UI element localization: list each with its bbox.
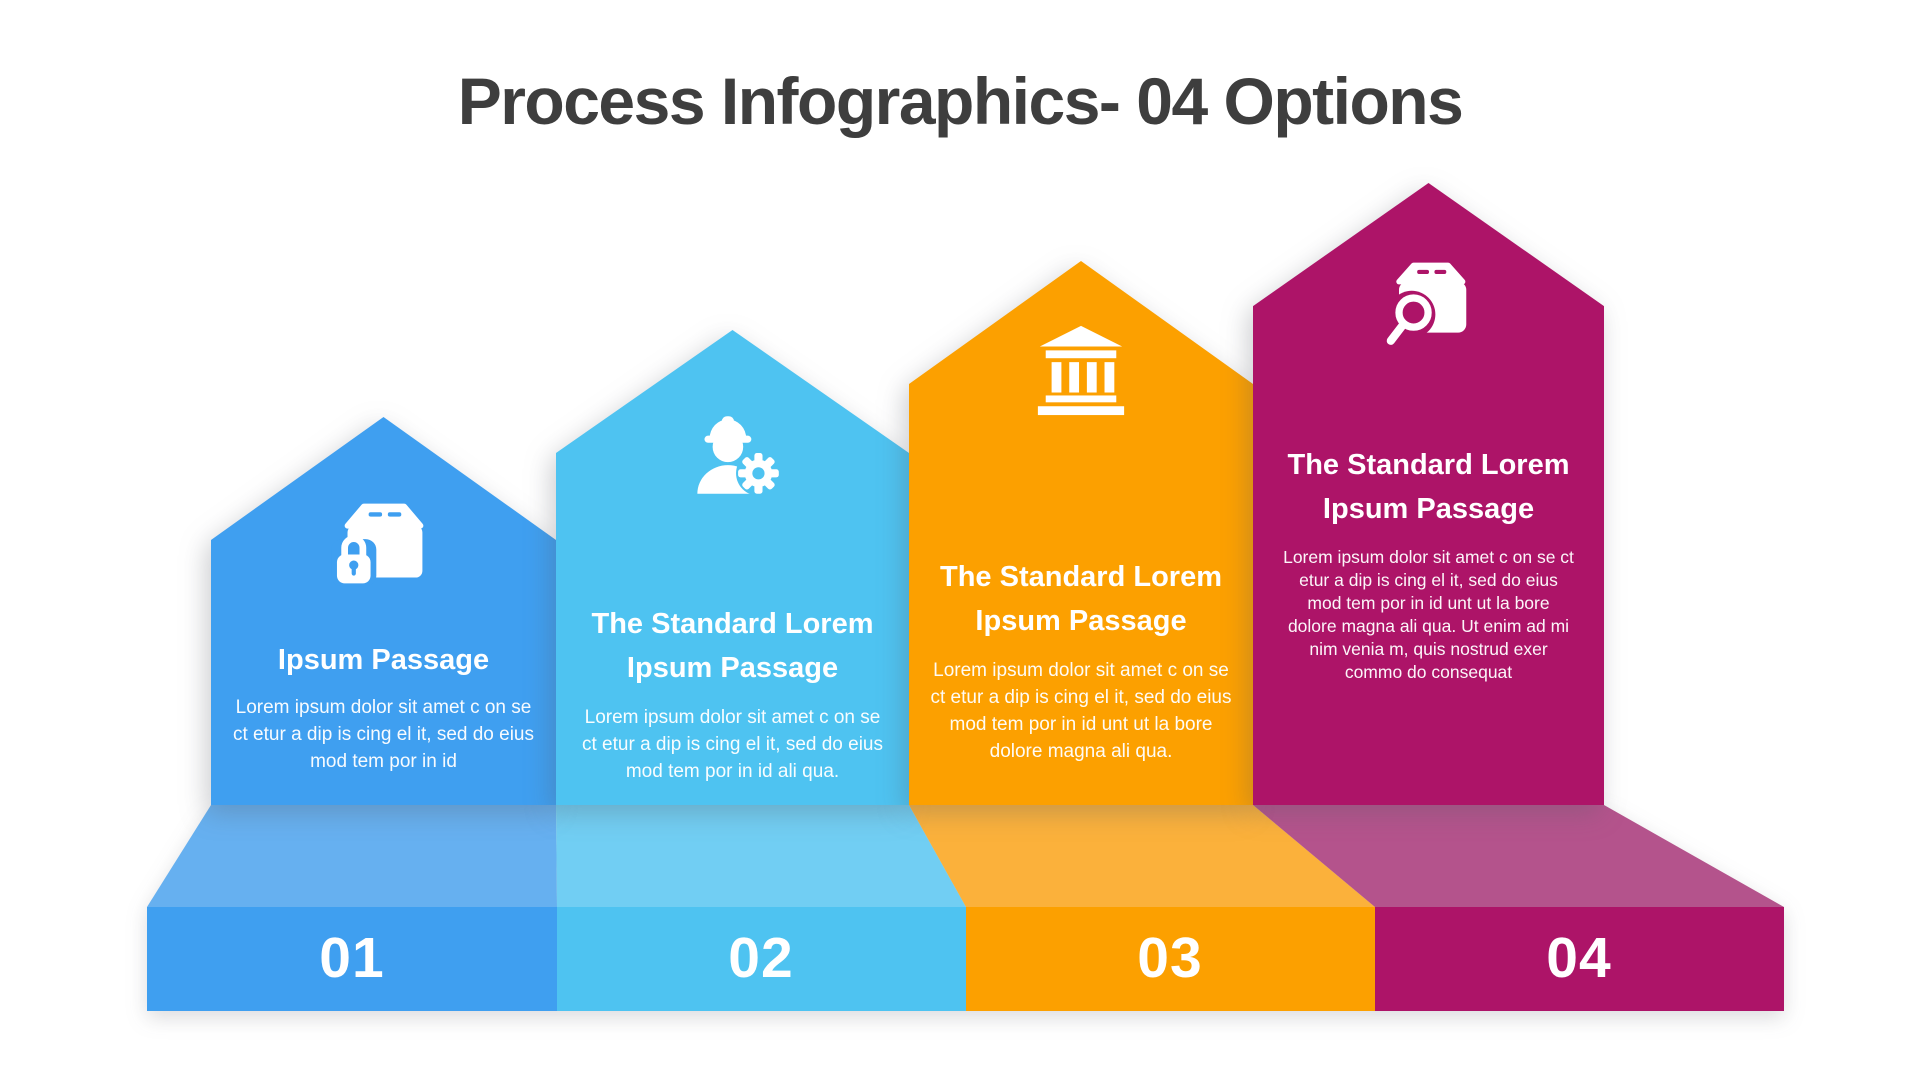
- platform-front-1: [147, 907, 557, 1011]
- step-body: Lorem ipsum dolor sit amet c on se ct et…: [582, 707, 883, 782]
- step-number-1: 01: [319, 926, 385, 990]
- platform-top-1: [147, 805, 557, 907]
- page-title: Process Infographics- 04 Options: [457, 64, 1464, 138]
- step-body: Lorem ipsum dolor sit amet c on se ct et…: [233, 697, 534, 772]
- platform-top-2: [556, 805, 966, 907]
- engineer-gear-icon: [696, 416, 781, 496]
- step-heading: The Standard Lorem Ipsum Passage: [940, 561, 1222, 637]
- step-arrow-4: The Standard Lorem Ipsum Passage Lorem i…: [1253, 183, 1604, 805]
- step-number-2: 02: [728, 926, 794, 990]
- step-number-4: 04: [1546, 926, 1612, 990]
- step-arrow-1: Ipsum Passage Lorem ipsum dolor sit amet…: [211, 417, 556, 805]
- package-search-icon: [1386, 262, 1466, 345]
- step-number-3: 03: [1137, 926, 1203, 990]
- platform-front-2: [557, 907, 966, 1011]
- platform-top-3: [909, 805, 1375, 907]
- secure-package-icon: [330, 503, 423, 587]
- platform-top-4: [1253, 805, 1784, 907]
- platform-front-4: [1375, 907, 1784, 1011]
- step-heading: The Standard Lorem Ipsum Passage: [591, 608, 874, 684]
- platform-front-3: [966, 907, 1375, 1011]
- step-body: Lorem ipsum dolor sit amet c on se ct et…: [930, 660, 1232, 762]
- step-arrow-2: The Standard Lorem Ipsum Passage Lorem i…: [556, 330, 909, 805]
- step-heading: Ipsum Passage: [277, 644, 490, 676]
- bank-icon: [1037, 325, 1125, 416]
- step-heading: The Standard Lorem Ipsum Passage: [1287, 449, 1570, 525]
- step-arrow-3: The Standard Lorem Ipsum Passage Lorem i…: [909, 261, 1253, 805]
- step-body: Lorem ipsum dolor sit amet c on se ct et…: [1283, 547, 1574, 682]
